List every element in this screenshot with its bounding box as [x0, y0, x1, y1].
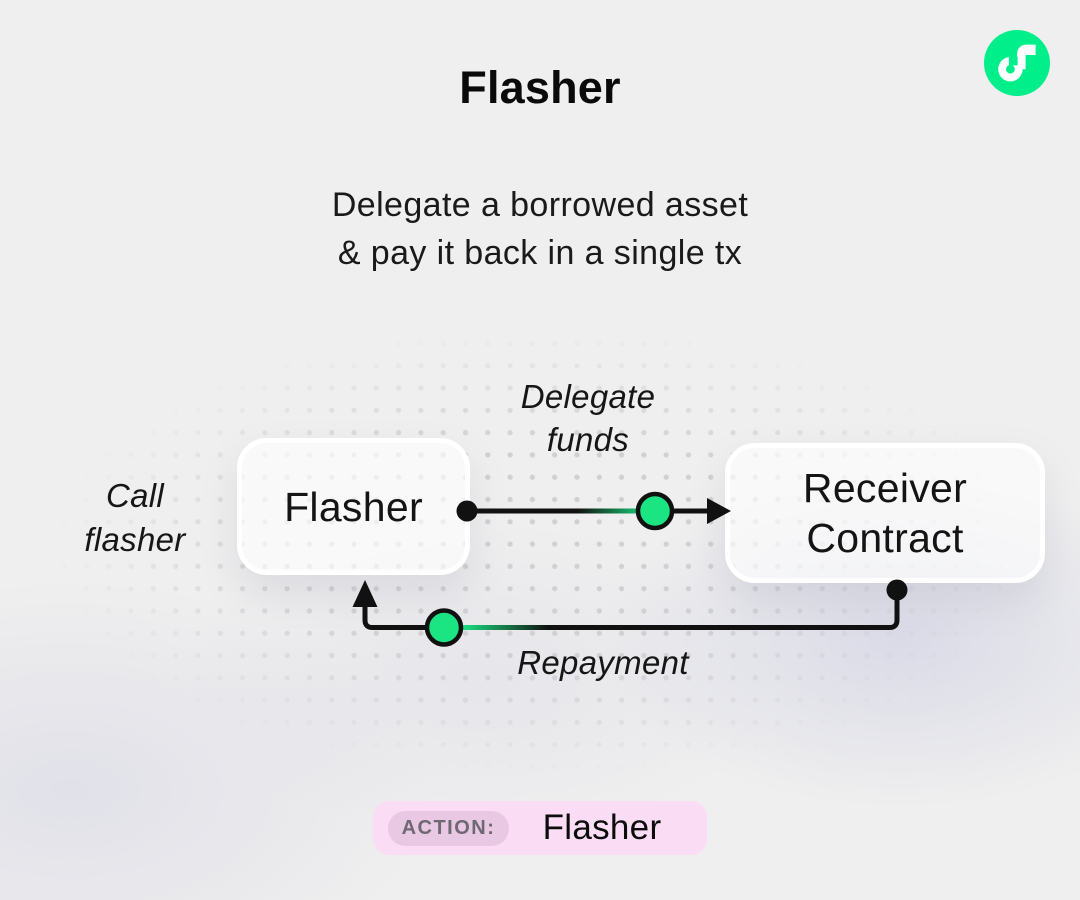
- page-title: Flasher: [459, 62, 621, 113]
- repayment-label: Repayment: [517, 644, 689, 681]
- action-badge: ACTION:: [388, 810, 509, 846]
- receiver-contract-node: Receiver Contract: [725, 443, 1045, 583]
- action-value: Flasher: [542, 808, 662, 847]
- flasher-node: Flasher: [237, 438, 470, 575]
- call-flasher-label: Call flasher: [84, 477, 186, 558]
- action-bar: ACTION: Flasher: [373, 801, 707, 855]
- delegate-funds-label: Delegate funds: [520, 378, 656, 458]
- page-subtitle: Delegate a borrowed asset & pay it back …: [331, 186, 749, 272]
- flow-logo-icon: [984, 30, 1050, 96]
